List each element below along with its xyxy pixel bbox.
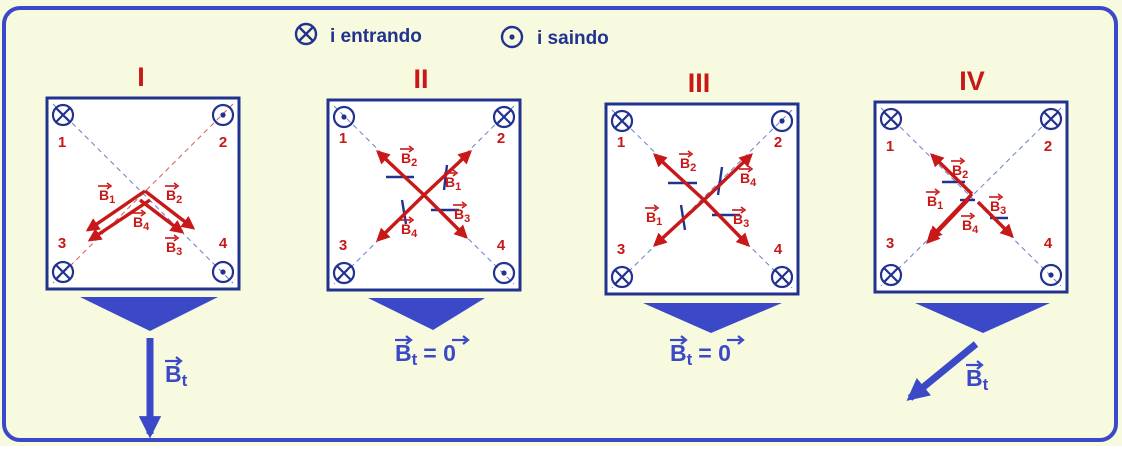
wire-number: 1 <box>58 134 66 151</box>
panel-numeral: IV <box>959 66 985 96</box>
wire-number: 1 <box>617 134 625 151</box>
circle-cross-icon <box>332 261 356 285</box>
circle-cross-icon <box>1039 107 1063 131</box>
circle-dot-icon <box>492 261 516 285</box>
wire-number: 4 <box>497 237 506 254</box>
field-vector-b3 <box>976 200 1014 238</box>
result-funnel <box>368 298 485 330</box>
field-vector-b3 <box>702 198 750 247</box>
wire-number: 1 <box>339 130 347 147</box>
panel-numeral: I <box>137 62 145 92</box>
perpendicular-mark <box>442 164 449 191</box>
circle-cross-icon <box>51 260 75 284</box>
wire-number: 4 <box>774 241 783 258</box>
resultant-arrow <box>906 341 979 401</box>
circle-dot-icon <box>332 105 356 129</box>
circle-dot-icon <box>211 103 235 127</box>
field-vector-b4 <box>87 198 151 242</box>
circle-cross-icon <box>51 103 75 127</box>
circle-dot-icon <box>770 109 794 133</box>
legend-entering-label: i entrando <box>330 26 422 47</box>
wire-number: 3 <box>617 241 625 258</box>
field-vector-b2 <box>376 150 426 197</box>
outer-frame <box>2 6 1118 442</box>
perpendicular-mark <box>716 166 724 196</box>
field-vector-b4 <box>376 193 426 242</box>
field-vector-b1 <box>85 189 146 232</box>
field-vector-b1 <box>652 153 706 202</box>
circle-dot-icon <box>1039 263 1063 287</box>
wire-number: 3 <box>886 235 894 252</box>
result-funnel <box>915 303 1050 333</box>
field-vector-b4 <box>926 198 970 244</box>
wire-number: 2 <box>219 134 227 151</box>
wire-number: 1 <box>886 138 894 155</box>
circle-cross-icon <box>879 107 903 131</box>
circle-cross-icon <box>770 265 794 289</box>
field-vector-b2 <box>702 153 753 202</box>
wire-number: 2 <box>497 130 505 147</box>
circle-cross-icon <box>492 105 516 129</box>
circle-cross-icon <box>610 109 634 133</box>
wire-number: 3 <box>58 235 66 252</box>
wire-number: 2 <box>1044 138 1052 155</box>
circle-cross-icon <box>610 265 634 289</box>
field-vector-b1 <box>930 153 974 196</box>
svg-text:Bt= 0: Bt= 0 <box>670 340 731 369</box>
svg-text:Bt= 0: Bt= 0 <box>395 340 456 369</box>
wire-number: 4 <box>219 235 228 252</box>
field-vector-b2 <box>143 189 196 230</box>
field-vector-b3 <box>422 193 468 239</box>
legend-exiting-label: i saindo <box>537 28 609 49</box>
wire-number: 2 <box>774 134 782 151</box>
resultant-label: Bt= 0 <box>670 335 745 369</box>
wire-number: 3 <box>339 237 347 254</box>
legend: i entrando i saindo <box>294 22 609 49</box>
circle-cross-icon <box>879 263 903 287</box>
panel-numeral: II <box>413 64 428 94</box>
field-vector-b4 <box>652 198 706 247</box>
field-vector-b3 <box>138 198 185 234</box>
circle-cross-icon <box>294 22 318 46</box>
resultant-label: Bt= 0 <box>395 335 470 369</box>
panel-numeral: III <box>688 68 711 98</box>
circle-dot-icon <box>500 25 524 49</box>
result-funnel <box>643 303 782 333</box>
result-funnel <box>80 297 218 331</box>
wire-number: 4 <box>1044 235 1053 252</box>
circle-dot-icon <box>211 260 235 284</box>
